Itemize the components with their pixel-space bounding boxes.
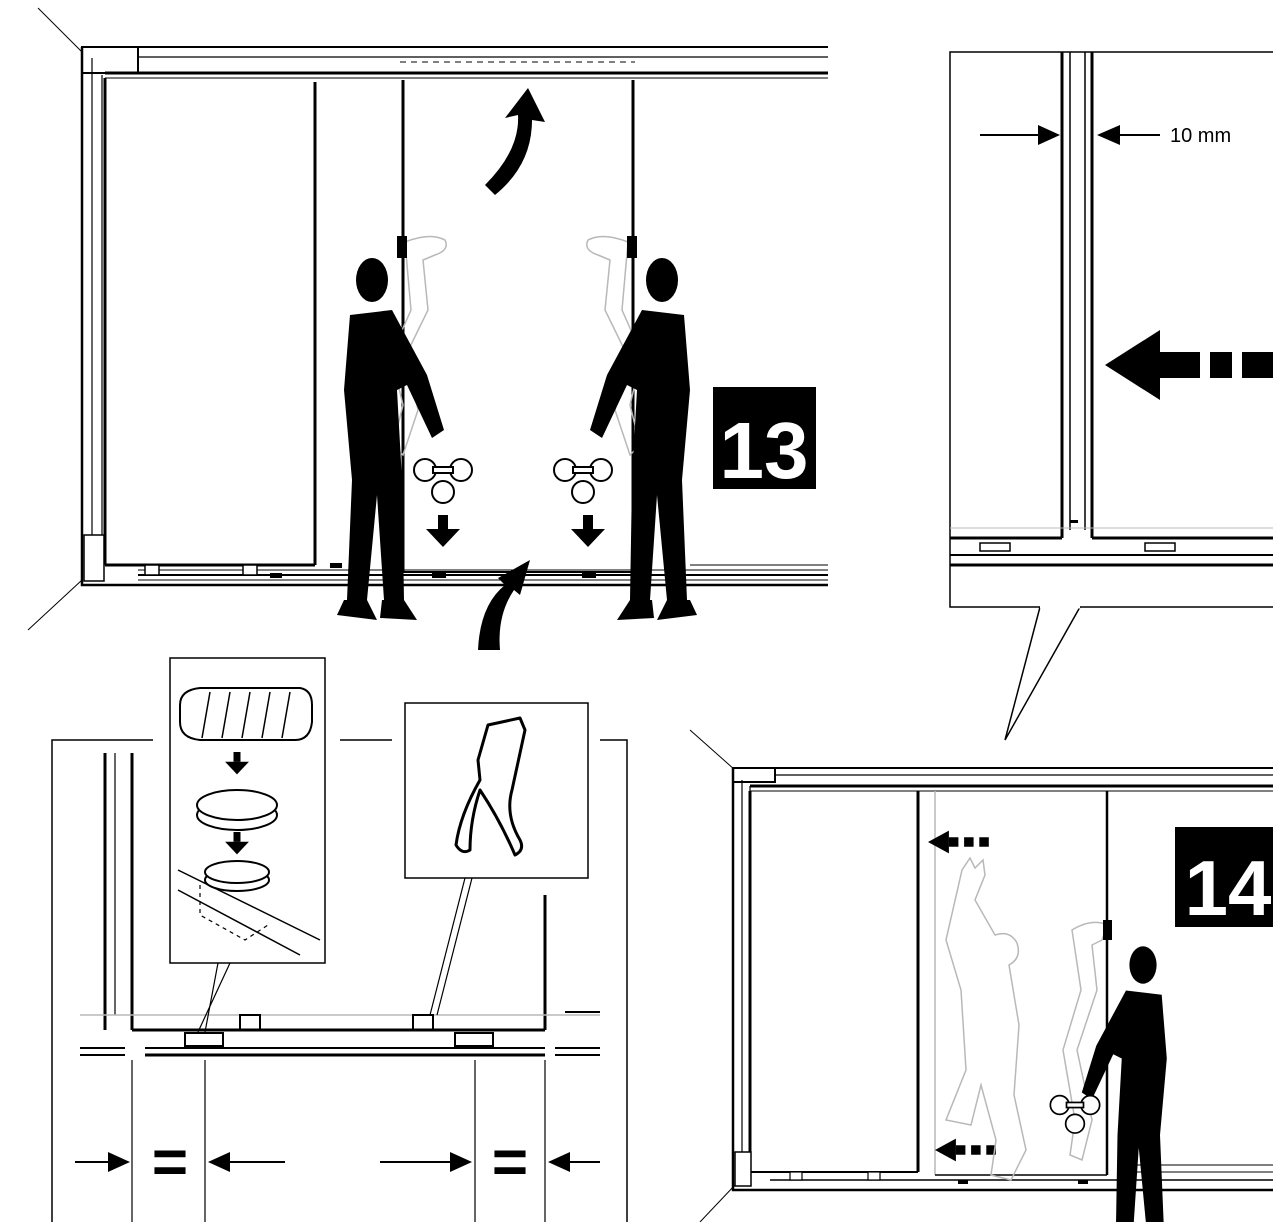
step-13-panel: 13 bbox=[28, 8, 828, 650]
glide-callout bbox=[170, 658, 325, 1032]
glide-pad-icon bbox=[185, 1033, 223, 1046]
gap-detail-panel: 10 mm bbox=[950, 52, 1273, 740]
gap-dimension-label: 10 mm bbox=[1170, 125, 1231, 147]
hook-bracket-icon bbox=[240, 1015, 260, 1030]
equal-mark-left: = bbox=[152, 1128, 188, 1197]
disc-icon bbox=[197, 790, 277, 830]
step-14-number: 14 bbox=[1185, 844, 1272, 932]
slide-arrow-icon bbox=[935, 1139, 996, 1162]
slide-arrow-icon bbox=[928, 831, 989, 854]
lift-arrow-icon bbox=[485, 88, 545, 195]
felt-pad-icon bbox=[180, 688, 312, 740]
insert-arrow-icon bbox=[478, 560, 530, 650]
step-14-panel: 14 bbox=[690, 730, 1273, 1222]
suction-lifter-icon bbox=[1050, 1096, 1099, 1133]
down-arrow-icon bbox=[571, 515, 605, 547]
suction-lifter-icon bbox=[554, 459, 612, 503]
down-arrow-icon bbox=[426, 515, 460, 547]
ghost-person-14 bbox=[946, 858, 1107, 1180]
suction-lifter-icon bbox=[414, 459, 472, 503]
glide-hook-detail-panel: = = bbox=[52, 658, 627, 1222]
glide-pad-icon bbox=[455, 1033, 493, 1046]
equal-mark-right: = bbox=[492, 1128, 528, 1197]
step-13-number: 13 bbox=[720, 406, 809, 495]
person-icon bbox=[337, 258, 444, 620]
hook-bracket-icon bbox=[413, 1015, 433, 1030]
hook-callout bbox=[405, 703, 588, 1015]
